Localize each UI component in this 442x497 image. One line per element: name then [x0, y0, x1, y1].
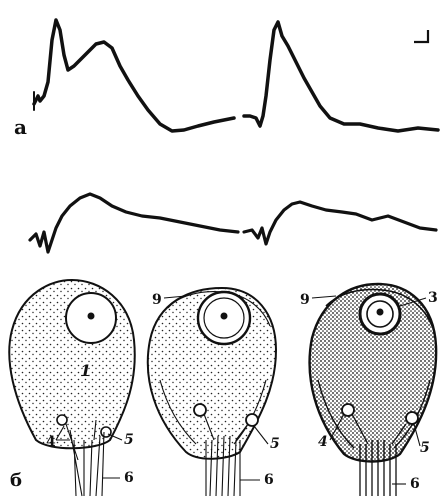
- receptor-2-nucleolus: [221, 313, 228, 320]
- receptor-3-num-3: 3: [428, 290, 438, 306]
- receptor-3-cell-5: [406, 412, 418, 424]
- receptor-1-cell-5: [101, 427, 111, 437]
- receptor-1-nucleolus: [88, 313, 95, 320]
- trace-1-left: [34, 20, 234, 131]
- receptor-2-num-9: 9: [152, 292, 162, 308]
- receptor-3-nucleolus: [377, 309, 384, 316]
- trace-1-right: [244, 22, 438, 131]
- receptor-2-num-6: 6: [264, 472, 274, 488]
- receptor-1-num-6: 6: [124, 470, 134, 486]
- trace-2-right: [244, 202, 436, 244]
- trace-row-2: [30, 194, 436, 252]
- receptor-3-leader-9: [312, 296, 336, 298]
- receptor-3-num-9: 9: [300, 292, 310, 308]
- receptor-2: 9 5 6: [148, 288, 280, 496]
- receptor-1-num-1: 1: [80, 361, 91, 380]
- receptor-3-num-4: 4: [318, 434, 328, 450]
- receptor-2-num-5: 5: [270, 436, 280, 452]
- receptor-3-num-6: 6: [410, 476, 420, 492]
- scale-bar: [414, 30, 428, 42]
- receptor-1-cell-4: [57, 415, 67, 425]
- receptor-2-leader-5: [254, 426, 268, 444]
- receptor-3: 9 3 4 5 6: [300, 284, 438, 496]
- trace-2-left: [30, 194, 238, 252]
- receptor-1-num-4: 4: [46, 434, 56, 450]
- receptor-1-num-5: 5: [124, 432, 134, 448]
- panel-label-b: б: [10, 470, 22, 491]
- panel-label-a: a: [14, 115, 27, 139]
- trace-row-1: [34, 20, 438, 131]
- receptor-1: 1 4 5 6: [9, 280, 135, 496]
- receptor-3-num-5: 5: [420, 440, 430, 456]
